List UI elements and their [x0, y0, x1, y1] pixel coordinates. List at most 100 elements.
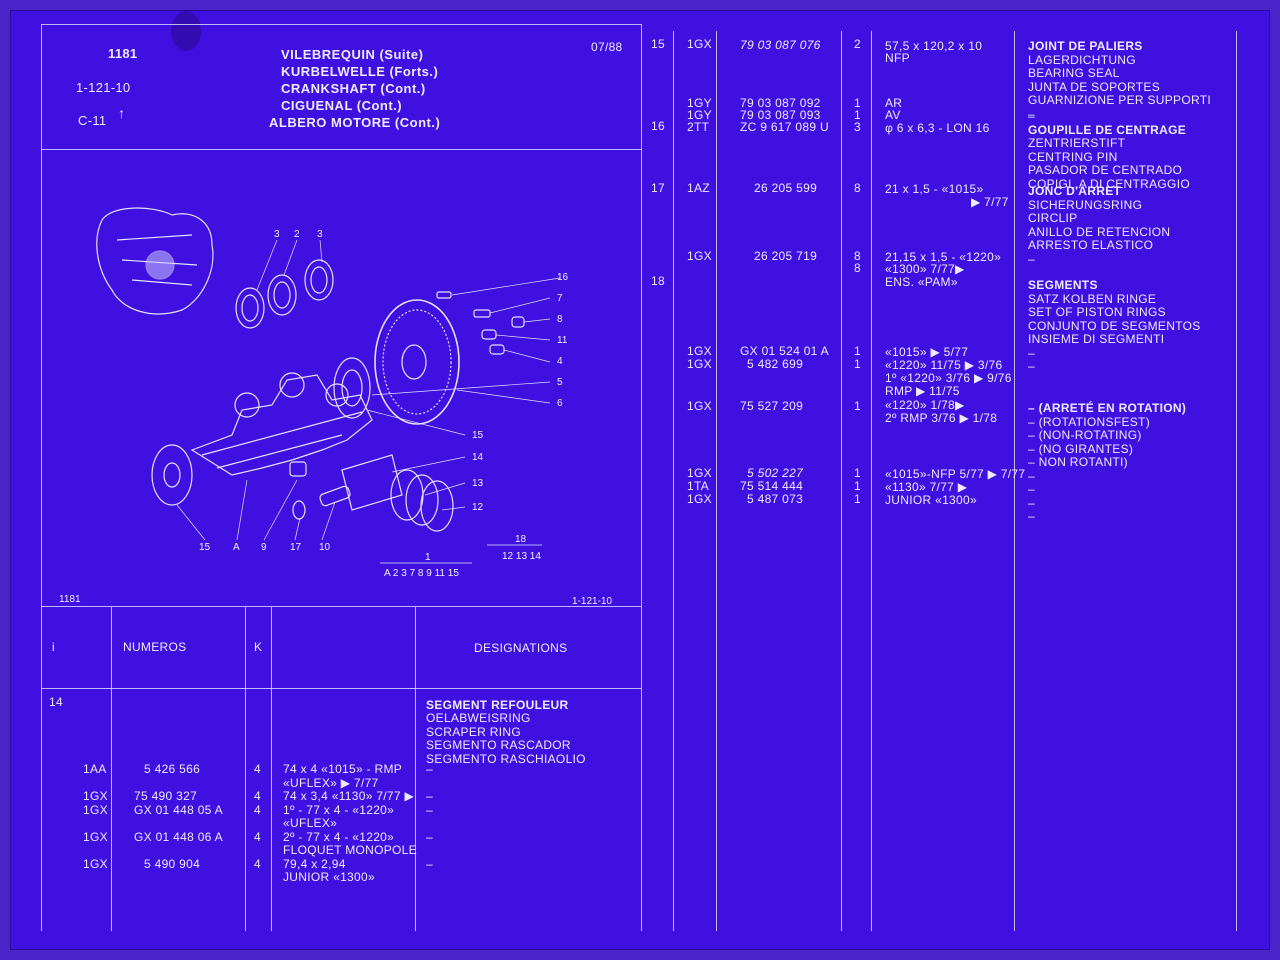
qty-18-b: 1 [854, 357, 861, 371]
dowel-11 [481, 329, 497, 340]
callout-right-4: 4 [557, 356, 563, 367]
right-col-line-2 [716, 31, 717, 931]
callout-top-3: 3 [317, 229, 323, 240]
dowel-8 [511, 316, 525, 328]
diagram-ref-left: 1181 [59, 594, 81, 605]
num-75-514-444: 75 514 444 [740, 479, 804, 493]
spec-nfp: NFP [885, 51, 910, 65]
spec-57-5: 57,5 x 120,2 x 10 [885, 39, 983, 53]
spec-2-rmp: 2º RMP 3/76 ▶ 1/78 [885, 411, 998, 425]
dowel-7 [473, 309, 491, 318]
right-col-line-5 [1014, 31, 1015, 931]
num-5-487-073: 5 487 073 [747, 492, 804, 506]
bearing-shell-3a [235, 287, 265, 329]
crankshaft [190, 374, 373, 476]
right-col-line-3 [841, 31, 842, 931]
num-5-502-227: 5 502 227 [747, 466, 804, 480]
code-18-1gx-b: 1GX [687, 357, 712, 371]
page-stain [171, 11, 201, 51]
spec-junior-1300: JUNIOR «1300» [885, 493, 977, 507]
spec-rmp: RMP ▶ 11/75 [885, 384, 960, 398]
spec-1015-nfp: «1015»-NFP 5/77 ▶ 7/77 [885, 467, 1026, 481]
callout-right-11: 11 [557, 335, 568, 346]
bearing-shell-3b [304, 259, 334, 301]
left-col-line-3 [271, 607, 272, 931]
right-col-line-4 [871, 31, 872, 931]
spec-1300: «1300» 7/77▶ [885, 262, 965, 276]
spec-1130: «1130» 7/77 ▶ [885, 480, 968, 494]
left-specs-col: 74 x 4 «1015» - RMP «UFLEX» ▶ 7/77 74 x … [283, 762, 417, 884]
callout-bottom-15: 15 [199, 542, 211, 553]
engine-thumbnail [96, 207, 214, 315]
qty-16-a: 1 [854, 96, 861, 110]
spec-ens-pam: ENS. «PAM» [885, 275, 958, 289]
pin-16 [436, 291, 452, 299]
spec-7-77-a: ▶ 7/77 [971, 195, 1009, 209]
left-col-line-1 [111, 607, 112, 931]
row-index-17: 17 [651, 181, 665, 195]
code-16-2tt: 2TT [687, 120, 710, 134]
diagram-divider [41, 606, 642, 607]
left-dash-col: – – – – – [426, 762, 433, 871]
title-es: CIGUENAL (Cont.) [281, 98, 403, 113]
right-col-line-1 [673, 31, 674, 931]
table-header-divider [41, 688, 642, 689]
callout-right-15: 15 [472, 430, 484, 441]
callout-top-2: 2 [294, 229, 300, 240]
callout-right-6: 6 [557, 398, 563, 409]
num-26-205-599: 26 205 599 [754, 181, 818, 195]
num-26-205-719: 26 205 719 [754, 249, 818, 263]
callout-right-12: 12 [472, 502, 484, 513]
bearing-shell-2 [267, 274, 297, 316]
code-17-1gx: 1GX [687, 249, 712, 263]
spec-ar: AR [885, 96, 903, 110]
callout-right-13: 13 [472, 478, 484, 489]
title-it: ALBERO MOTORE (Cont.) [269, 115, 441, 130]
spec-21x1-5: 21 x 1,5 - «1015» [885, 182, 984, 196]
code-18-1gx-c: 1GX [687, 399, 712, 413]
callout-right-8: 8 [557, 314, 563, 325]
col-header-k: K [254, 640, 263, 654]
left-codes-col: 1AA 1GX 1GX 1GX 1GX [83, 762, 108, 871]
left-numbers-col: 5 426 566 75 490 327 GX 01 448 05 A GX 0… [134, 762, 223, 871]
col-header-designations: DESIGNATIONS [474, 641, 568, 655]
up-arrow-icon: ↑ [118, 105, 126, 121]
left-border-top [41, 24, 642, 25]
sub-code: C-11 [78, 113, 107, 128]
title-de: KURBELWELLE (Forts.) [281, 64, 439, 79]
spec-1220-11-75: «1220» 11/75 ▶ 3/76 [885, 358, 1003, 372]
exploded-view-drawing [96, 207, 561, 564]
left-qty-col: 4 4 4 4 4 [254, 762, 261, 871]
group-18-parts: 12 13 14 [502, 551, 541, 562]
code-18-1ta: 1TA [687, 479, 710, 493]
callout-bottom-10: 10 [319, 542, 331, 553]
spec-1-1220: 1º «1220» 3/76 ▶ 9/76 [885, 371, 1012, 385]
code-17-1az: 1AZ [687, 181, 710, 195]
left-border-left [41, 24, 42, 931]
catalog-page: 1181 1-121-10 C-11 ↑ 07/88 VILEBREQUIN (… [10, 10, 1270, 950]
header-date: 07/88 [591, 40, 623, 54]
group-1-parts: A 2 3 7 8 9 11 15 [384, 568, 459, 579]
piston-ring-13 [405, 474, 439, 526]
callout-right-7: 7 [557, 293, 563, 304]
qty-18-e: 1 [854, 479, 861, 493]
desc-joint-de-paliers: JOINT DE PALIERS LAGERDICHTUNG BEARING S… [1028, 39, 1212, 121]
qty-16-c: 3 [854, 120, 861, 134]
code-18-1gx-a: 1GX [687, 344, 712, 358]
left-border-right [641, 24, 642, 931]
page-number: 1181 [108, 46, 138, 61]
group-18-label: 18 [515, 534, 527, 545]
dowel-4 [489, 344, 505, 355]
group-code: 1-121-10 [76, 80, 131, 95]
piston-ring-12 [420, 480, 454, 532]
desc-segments: SEGMENTS SATZ KOLBEN RINGE SET OF PISTON… [1028, 278, 1201, 373]
flywheel [374, 299, 460, 425]
spec-phi-6: φ 6 x 6,3 - LON 16 [885, 121, 990, 135]
num-79-03-087-092: 79 03 087 092 [740, 96, 821, 110]
desc-jonc-darret: JONC D'ARRET SICHERUNGSRING CIRCLIP ANIL… [1028, 184, 1171, 266]
num-5-482-699: 5 482 699 [747, 357, 804, 371]
row-index-14: 14 [49, 695, 63, 709]
code-16-1gy-b: 1GY [687, 108, 712, 122]
pin-10 [319, 485, 351, 507]
qty-17-b: 8 [854, 249, 861, 263]
